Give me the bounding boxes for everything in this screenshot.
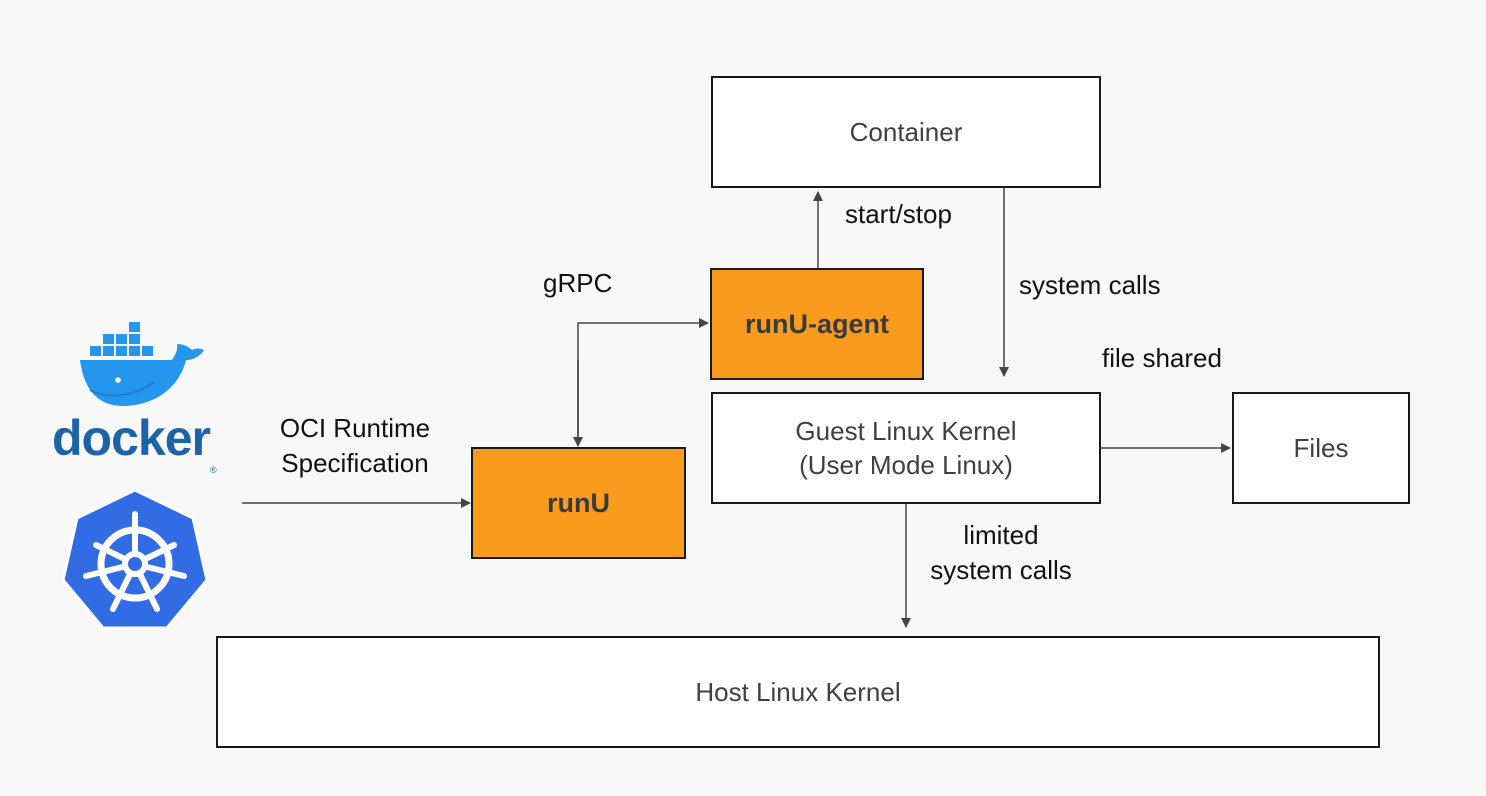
guest-kernel-label-line2: (User Mode Linux) <box>799 450 1013 480</box>
oci-spec-label-line2: Specification <box>281 448 429 478</box>
start-stop-label: start/stop <box>845 199 952 229</box>
oci-spec-label: OCI Runtime Specification <box>262 411 448 481</box>
arrow-grpc <box>577 318 709 446</box>
kubernetes-helm-icon <box>61 488 209 630</box>
system-calls-label: system calls <box>1019 270 1161 300</box>
limited-system-calls-label: limited system calls <box>912 518 1090 588</box>
docker-wordmark-text: docker <box>52 410 211 466</box>
grpc-label: gRPC <box>543 268 613 298</box>
container-box: Container <box>711 76 1101 188</box>
guest-kernel-label-line1: Guest Linux Kernel <box>795 416 1017 446</box>
runu-label: runU <box>547 488 610 518</box>
docker-whale-icon <box>80 322 204 407</box>
limited-system-calls-line1: limited <box>963 520 1039 550</box>
runu-agent-box: runU-agent <box>710 268 924 380</box>
guest-kernel-box: Guest Linux Kernel (User Mode Linux) <box>711 392 1101 504</box>
docker-wordmark: docker® <box>52 410 217 475</box>
files-label: Files <box>1293 433 1349 463</box>
host-kernel-label: Host Linux Kernel <box>695 677 901 707</box>
runu-box: runU <box>471 447 686 559</box>
runu-agent-label: runU-agent <box>745 309 889 339</box>
files-box: Files <box>1232 392 1410 504</box>
host-kernel-box: Host Linux Kernel <box>216 636 1380 748</box>
container-label: Container <box>849 117 963 147</box>
limited-system-calls-line2: system calls <box>930 555 1072 585</box>
oci-spec-label-line1: OCI Runtime <box>279 413 431 443</box>
file-shared-label: file shared <box>1102 343 1222 373</box>
